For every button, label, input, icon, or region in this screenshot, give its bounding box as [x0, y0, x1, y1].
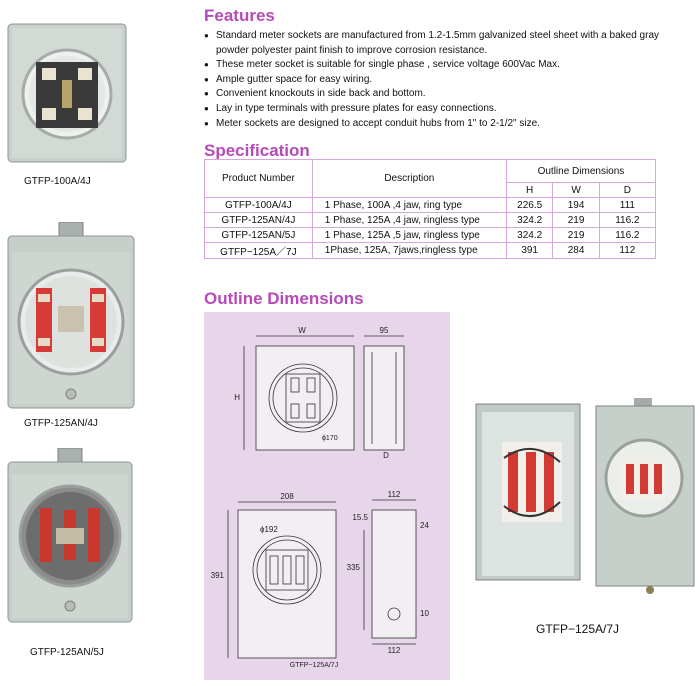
- table-cell: 284: [552, 242, 600, 259]
- list-item: Meter sockets are designed to accept con…: [204, 117, 694, 132]
- table-cell: GTFP-125AN/4J: [204, 212, 313, 228]
- table-cell: 111: [598, 197, 657, 213]
- table-cell: 1 Phase, 125A ,4 jaw, ringless type: [311, 212, 507, 228]
- table-cell: 324.2: [505, 227, 554, 243]
- list-item: Lay in type terminals with pressure plat…: [204, 102, 694, 117]
- outline-drawing-2: 208 ϕ192 391 GTFP−125A/7J 112 15.5 24 33…: [211, 490, 430, 669]
- table-cell: 226.5: [505, 197, 554, 213]
- features-heading: Features: [204, 6, 275, 25]
- list-item: Standard meter sockets are manufactured …: [204, 29, 694, 58]
- features-list: Standard meter sockets are manufactured …: [204, 29, 694, 131]
- table-row: GTFP-100A/4J 1 Phase, 100A ,4 jaw, ring …: [204, 197, 657, 213]
- list-item: Convenient knockouts in side back and bo…: [204, 87, 694, 102]
- column-header: W: [552, 182, 600, 198]
- table-cell: GTFP-100A/4J: [204, 197, 313, 213]
- table-row: GTFP-125AN/4J 1 Phase, 125A ,4 jaw, ring…: [204, 212, 657, 228]
- outline-drawing-1: W H ϕ170 95 D: [234, 326, 405, 460]
- column-header: Description: [311, 159, 507, 198]
- table-cell: 1 Phase, 100A ,4 jaw, ring type: [311, 197, 507, 213]
- dim-label: 335: [347, 563, 361, 572]
- table-row: GTFP−125A／7J 1Phase, 125A, 7jaws,ringles…: [204, 242, 657, 259]
- table-cell: 219: [552, 212, 600, 228]
- table-cell: 324.2: [505, 212, 554, 228]
- column-header: H: [505, 182, 554, 198]
- dim-label: 391: [211, 571, 225, 580]
- dim-label: D: [383, 451, 389, 460]
- dim-label: 15.5: [352, 513, 368, 522]
- product-photo-125a-7j: [475, 398, 695, 594]
- specification-table: Product Number Description Outline Dimen…: [204, 159, 657, 259]
- outline-heading: Outline Dimensions: [204, 289, 364, 308]
- product-photo-125an-5j: [7, 448, 133, 623]
- table-cell: GTFP−125A／7J: [204, 242, 313, 259]
- product-caption: GTFP-125AN/5J: [30, 647, 104, 658]
- dim-label: 95: [380, 326, 389, 335]
- table-row: GTFP-125AN/5J 1 Phase, 125A ,5 jaw, ring…: [204, 227, 657, 243]
- table-cell: 1Phase, 125A, 7jaws,ringless type: [311, 242, 507, 259]
- column-header: Outline Dimensions: [505, 159, 657, 183]
- dim-label: H: [234, 393, 240, 402]
- table-cell: 194: [552, 197, 600, 213]
- list-item: Ample gutter space for easy wiring.: [204, 73, 694, 88]
- table-cell: 391: [505, 242, 554, 259]
- product-photo-100a-4j: [7, 23, 127, 163]
- specification-heading: Specification: [204, 141, 310, 160]
- dim-label: W: [298, 326, 306, 335]
- dim-label: GTFP−125A/7J: [290, 662, 338, 669]
- table-cell: 112: [598, 242, 657, 259]
- dim-label: 112: [388, 490, 401, 499]
- table-cell: 116.2: [598, 227, 657, 243]
- table-cell: 116.2: [598, 212, 657, 228]
- dim-label: 24: [420, 521, 429, 530]
- dim-label: ϕ192: [260, 525, 278, 534]
- dim-label: ϕ170: [322, 435, 338, 442]
- column-header: Product Number: [204, 159, 313, 198]
- dim-label: 208: [280, 492, 294, 501]
- product-caption: GTFP-125AN/4J: [24, 418, 98, 429]
- product-photo-125an-4j: [7, 222, 135, 409]
- list-item: These meter socket is suitable for singl…: [204, 58, 694, 73]
- dim-label: 112: [388, 646, 401, 655]
- column-header: D: [598, 182, 657, 198]
- dim-label: 10: [420, 609, 429, 618]
- product-caption: GTFP-100A/4J: [24, 176, 91, 187]
- table-cell: 1 Phase, 125A ,5 jaw, ringless type: [311, 227, 507, 243]
- product-caption: GTFP−125A/7J: [536, 622, 620, 636]
- table-cell: 219: [552, 227, 600, 243]
- table-cell: GTFP-125AN/5J: [204, 227, 313, 243]
